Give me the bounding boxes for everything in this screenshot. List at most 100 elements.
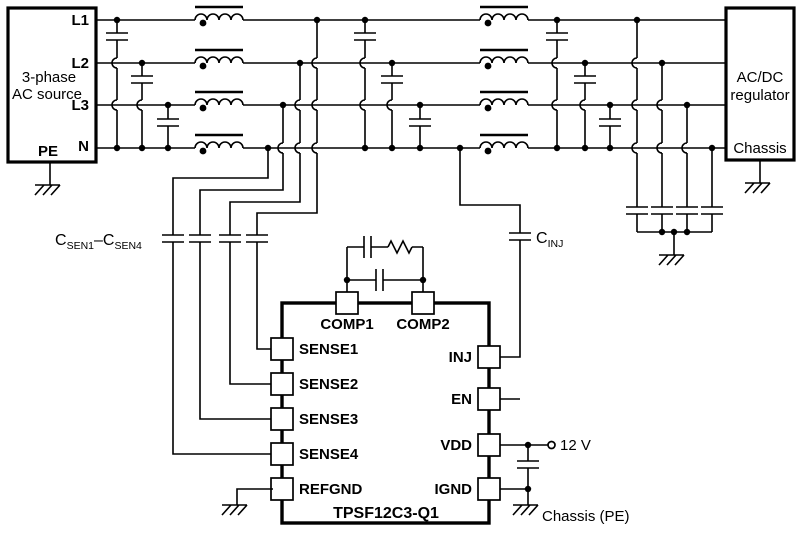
- comp-network: [346, 236, 424, 292]
- supply-network: 12 V Chassis (PE): [236, 398, 630, 525]
- capacitor-icon: [546, 32, 568, 41]
- capacitor-icon: [157, 118, 179, 127]
- capacitor-icon: [354, 32, 376, 41]
- y-cap-bus: [637, 231, 712, 255]
- chassis-pe-label: Chassis (PE): [542, 508, 630, 525]
- refgnd-label: REFGND: [299, 481, 363, 498]
- inductor-icon: [194, 13, 244, 21]
- capacitor-icon: [651, 206, 673, 215]
- comp1-label: COMP1: [320, 316, 373, 333]
- capacitor-icon: [409, 118, 431, 127]
- phase-dots: [484, 19, 492, 155]
- sense-network: CSEN1–CSEN4: [55, 20, 318, 455]
- inductor-icon: [194, 56, 244, 64]
- en-label: EN: [451, 391, 472, 408]
- ground-icon: [34, 184, 61, 196]
- pin-vdd: [477, 433, 501, 457]
- capacitor-icon: [701, 206, 723, 215]
- ignd-wire: [500, 488, 529, 505]
- phase-dots: [199, 19, 207, 155]
- terminal-l3-label: L3: [71, 97, 89, 114]
- vdd-label: VDD: [440, 437, 472, 454]
- capacitor-icon: [375, 269, 384, 291]
- capacitor-icon: [246, 234, 268, 243]
- inductor-icon: [479, 98, 529, 106]
- hop: [359, 57, 366, 111]
- source-title-1: 3-phase: [22, 69, 76, 86]
- capacitor-icon: [189, 234, 211, 243]
- ground-icon: [658, 254, 685, 266]
- hop: [386, 99, 393, 111]
- terminal-pe-label: PE: [38, 143, 58, 160]
- pin-refgnd: [270, 477, 294, 501]
- supply-terminal-icon: [547, 440, 556, 450]
- ic-outline: [280, 301, 491, 525]
- pin-inj: [477, 345, 501, 369]
- regulator-title-2: regulator: [730, 87, 789, 104]
- sense1-wire: [256, 20, 318, 350]
- junction-dots: [113, 16, 716, 493]
- capacitor-icon: [626, 206, 648, 215]
- ground-icon: [512, 504, 539, 516]
- capacitor-icon: [106, 32, 128, 41]
- inj-network: CINJ: [459, 148, 563, 358]
- sense3-wire: [199, 105, 284, 420]
- sense2-wire: [229, 63, 301, 385]
- resistor-icon: [387, 239, 413, 255]
- supply-label: 12 V: [560, 437, 591, 454]
- capacitor-icon: [219, 234, 241, 243]
- x-caps-input: [106, 20, 179, 148]
- inductor-icon: [194, 98, 244, 106]
- capacitor-icon: [676, 206, 698, 215]
- ic-block: COMP1 COMP2 SENSE1 SENSE2 SENSE3 SENSE4 …: [270, 291, 501, 525]
- hop: [579, 99, 586, 111]
- ic-part-number: TPSF12C3-Q1: [333, 505, 439, 522]
- hop: [311, 57, 318, 154]
- hop: [294, 99, 301, 154]
- inductor-icon: [479, 141, 529, 149]
- hop: [681, 142, 688, 154]
- sense4-label: SENSE4: [299, 446, 359, 463]
- choke-bank-2: [479, 5, 529, 155]
- hop: [136, 99, 143, 111]
- inductor-icon: [479, 56, 529, 64]
- capacitor-icon: [509, 232, 531, 241]
- hop: [656, 99, 663, 154]
- inductor-icon: [194, 141, 244, 149]
- cinj-label: CINJ: [536, 230, 563, 250]
- pin-comp2: [411, 291, 435, 315]
- choke-bank-1: [194, 5, 244, 155]
- ground-icon: [221, 504, 248, 516]
- ac-source-box: [6, 6, 98, 164]
- pin-sense3: [270, 407, 294, 431]
- inj-label: INJ: [449, 349, 472, 366]
- x-caps-output: [546, 20, 621, 148]
- capacitor-icon: [162, 234, 184, 243]
- power-lines: [96, 19, 726, 149]
- pin-sense1: [270, 337, 294, 361]
- pin-en: [477, 387, 501, 411]
- pin-comp1: [335, 291, 359, 315]
- refgnd-wire: [236, 488, 273, 505]
- regulator-block: AC/DC regulator Chassis: [724, 6, 796, 183]
- hop: [111, 57, 118, 111]
- choke-core-bars: [195, 5, 243, 137]
- sense4-wire: [172, 148, 273, 455]
- capacitor-icon: [599, 118, 621, 127]
- ignd-label: IGND: [435, 481, 473, 498]
- pin-sense2: [270, 372, 294, 396]
- x-caps-mid: [354, 20, 431, 148]
- inductor-icon: [479, 13, 529, 21]
- sense1-label: SENSE1: [299, 341, 358, 358]
- regulator-chassis-label: Chassis: [733, 140, 786, 157]
- sense2-label: SENSE2: [299, 376, 358, 393]
- capacitor-icon: [363, 236, 372, 258]
- sense3-label: SENSE3: [299, 411, 358, 428]
- pin-sense4: [270, 442, 294, 466]
- source-title-2: AC source: [12, 86, 82, 103]
- regulator-box: [724, 6, 796, 162]
- ac-source-block: 3-phase AC source L1 L2 L3 N PE: [6, 6, 98, 185]
- capacitor-icon: [381, 75, 403, 84]
